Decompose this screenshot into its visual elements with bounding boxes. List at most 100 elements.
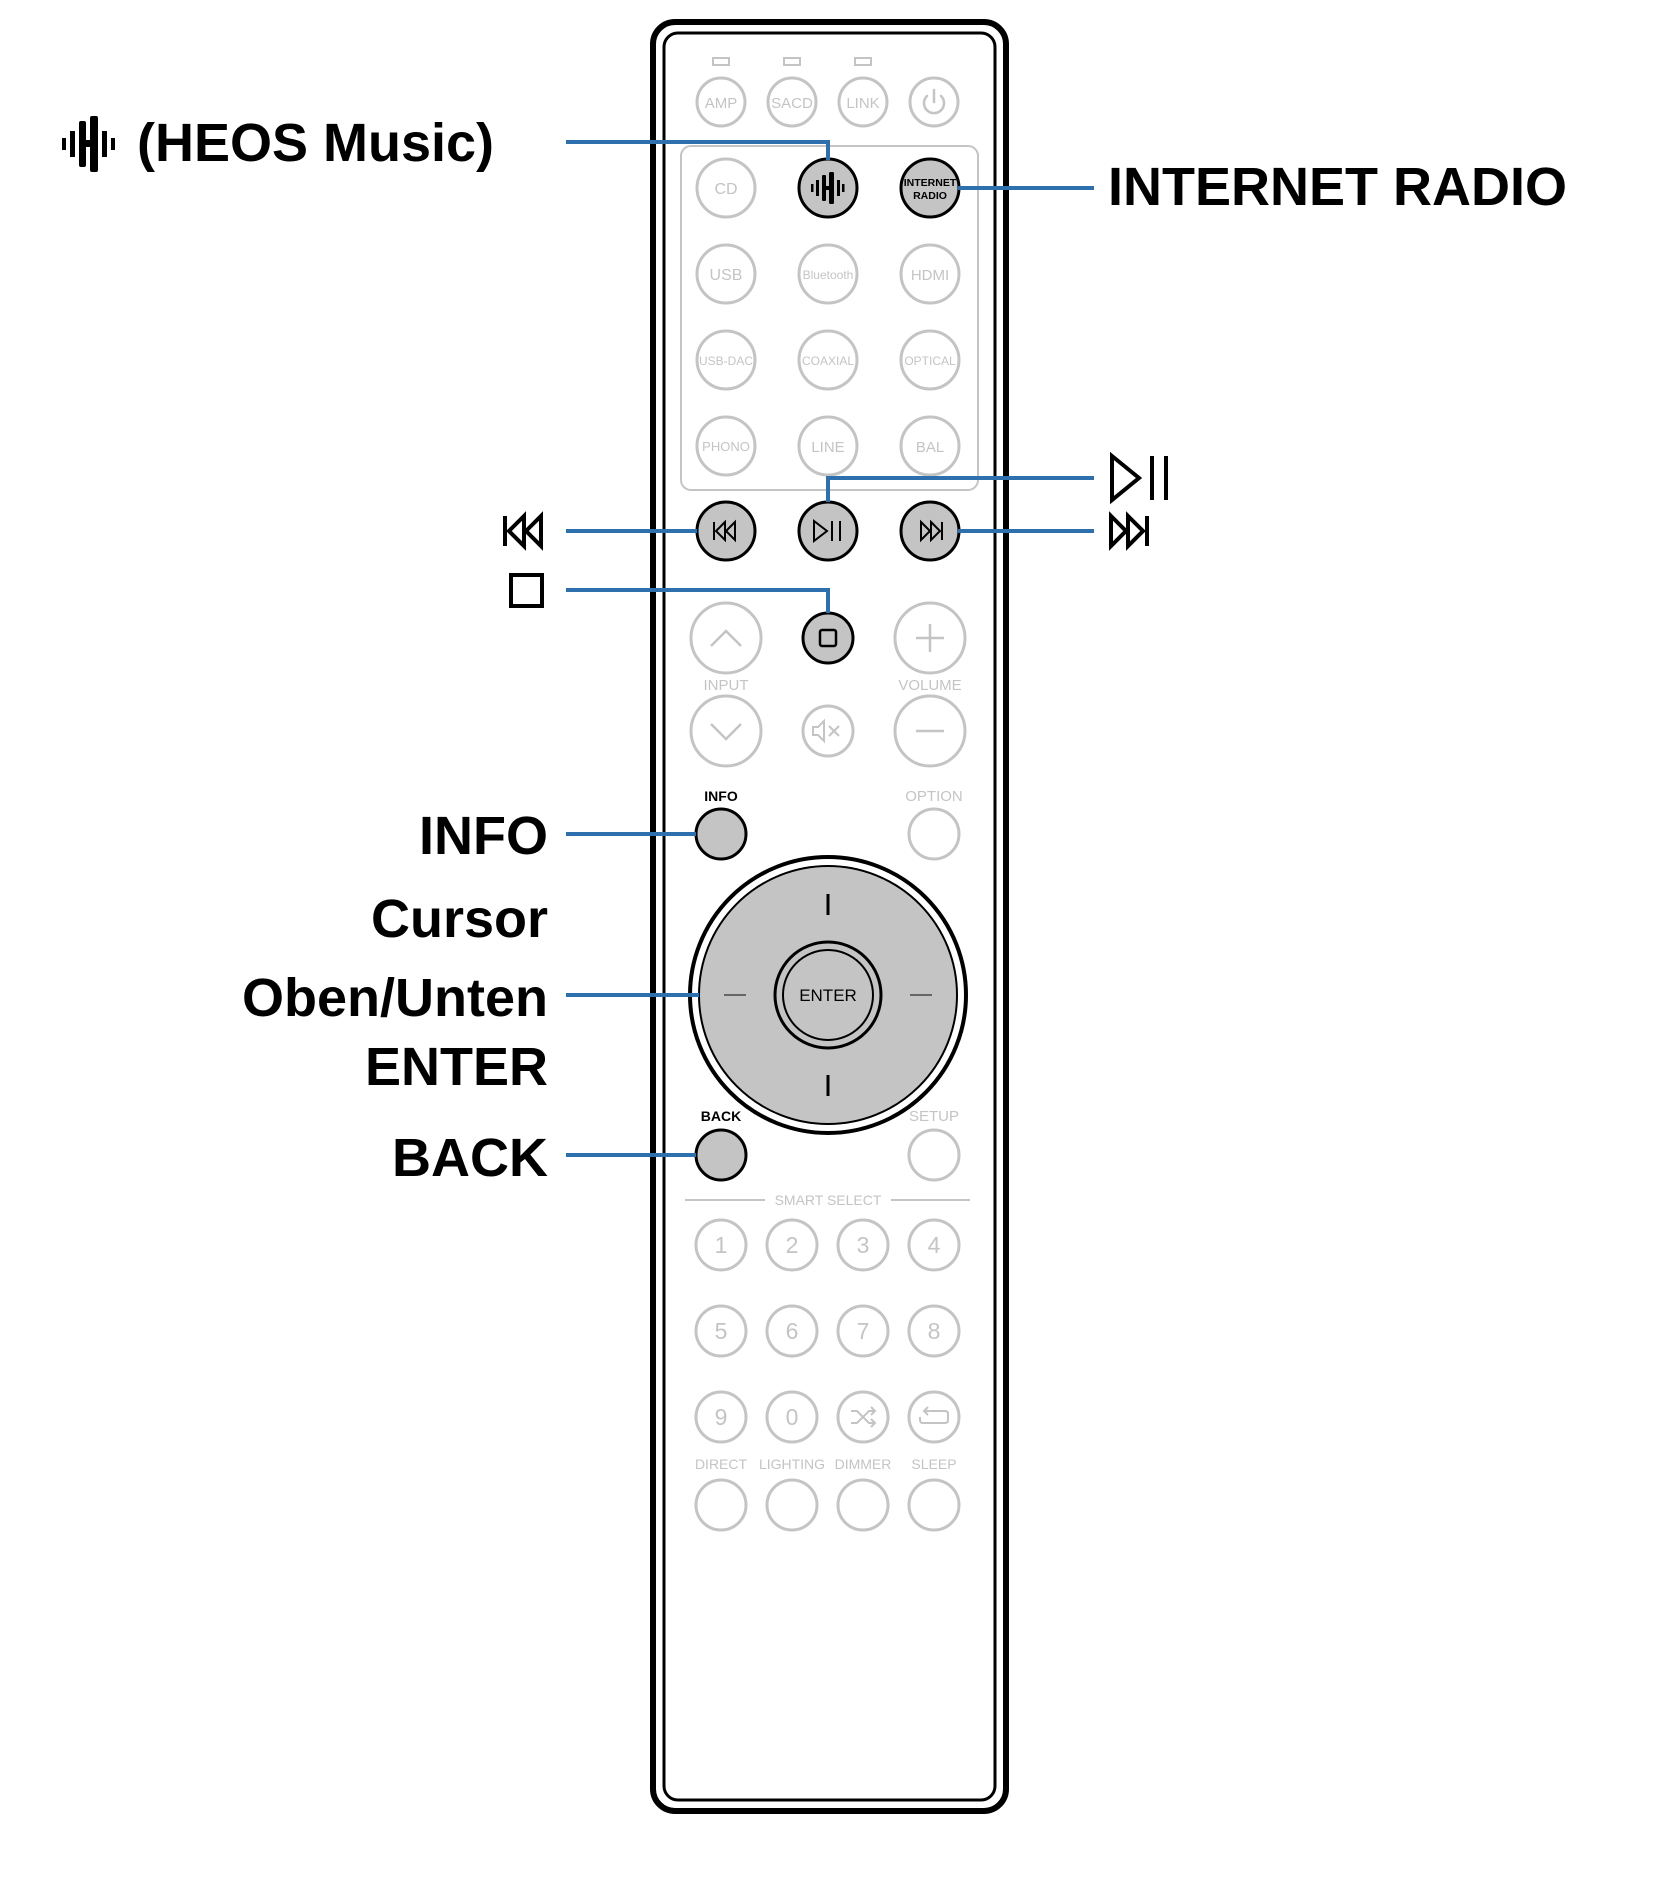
indicator-lights — [712, 57, 872, 66]
svg-text:SMART SELECT: SMART SELECT — [775, 1192, 882, 1208]
previous-callout-icon — [503, 511, 543, 551]
back-callout: BACK — [392, 1128, 548, 1188]
chevron-down-icon — [710, 723, 742, 741]
sleep-label: SLEEP — [911, 1456, 956, 1472]
repeat-button[interactable] — [907, 1390, 961, 1444]
info-label: INFO — [704, 788, 738, 804]
svg-text:BAL: BAL — [916, 439, 944, 456]
power-button[interactable] — [908, 76, 960, 128]
number-button-2[interactable]: 2 — [765, 1218, 819, 1272]
svg-text:8: 8 — [928, 1318, 941, 1344]
chevron-up-icon — [710, 629, 742, 647]
number-button-7[interactable]: 7 — [836, 1304, 890, 1358]
volume-label: VOLUME — [898, 677, 961, 694]
cursor-callout-line2: Oben/Unten — [242, 968, 548, 1028]
skip-forward-icon — [920, 519, 943, 543]
internet-radio-button[interactable]: INTERNET RADIO — [899, 157, 961, 219]
cursor-callout-line1: Cursor — [371, 889, 548, 949]
number-button-4[interactable]: 4 — [907, 1218, 961, 1272]
number-button-6[interactable]: 6 — [765, 1304, 819, 1358]
bal-button[interactable]: BAL — [899, 415, 961, 477]
optical-button[interactable]: OPTICAL — [899, 329, 961, 391]
number-button-1[interactable]: 1 — [694, 1218, 748, 1272]
svg-text:LINK: LINK — [846, 95, 879, 112]
shuffle-button[interactable] — [836, 1390, 890, 1444]
setup-button[interactable] — [907, 1128, 961, 1182]
info-callout: INFO — [419, 806, 548, 866]
stop-callout-icon — [509, 573, 544, 608]
direct-button[interactable] — [694, 1478, 748, 1532]
svg-text:6: 6 — [786, 1318, 799, 1344]
line-button[interactable]: LINE — [797, 415, 859, 477]
heos-icon — [811, 172, 845, 204]
next-callout-icon — [1109, 511, 1149, 551]
number-button-9[interactable]: 9 — [694, 1390, 748, 1444]
lighting-button[interactable] — [765, 1478, 819, 1532]
svg-text:SACD: SACD — [771, 95, 813, 112]
sacd-button[interactable]: SACD — [766, 76, 818, 128]
option-button[interactable] — [907, 807, 961, 861]
svg-text:0: 0 — [786, 1404, 799, 1430]
usb-button[interactable]: USB — [695, 243, 757, 305]
usb-dac-button[interactable]: USB-DAC — [695, 329, 757, 391]
input-up-button[interactable] — [689, 601, 763, 675]
cd-button[interactable]: CD — [695, 157, 757, 219]
info-button[interactable] — [694, 807, 748, 861]
number-button-3[interactable]: 3 — [836, 1218, 890, 1272]
setup-label: SETUP — [909, 1108, 959, 1125]
mute-icon — [812, 718, 840, 744]
play-pause-callout-icon — [1110, 451, 1168, 505]
svg-text:INTERNET: INTERNET — [904, 177, 957, 189]
lighting-label: LIGHTING — [759, 1456, 825, 1472]
smart-select-divider: SMART SELECT — [685, 1192, 970, 1208]
number-button-0[interactable]: 0 — [765, 1390, 819, 1444]
input-down-button[interactable] — [689, 694, 763, 768]
input-label: INPUT — [704, 677, 749, 694]
hdmi-button[interactable]: HDMI — [899, 243, 961, 305]
volume-up-button[interactable] — [893, 601, 967, 675]
next-button[interactable] — [899, 500, 961, 562]
volume-down-button[interactable] — [893, 694, 967, 768]
previous-button[interactable] — [695, 500, 757, 562]
number-button-5[interactable]: 5 — [694, 1304, 748, 1358]
enter-button[interactable]: ENTER — [773, 940, 883, 1050]
play-pause-icon — [813, 518, 841, 544]
heos-callout: (HEOS Music) — [62, 113, 494, 173]
callout-lines — [566, 140, 1094, 1157]
svg-text:9: 9 — [715, 1404, 728, 1430]
shuffle-icon — [851, 1406, 877, 1428]
dimmer-button[interactable] — [836, 1478, 890, 1532]
number-button-8[interactable]: 8 — [907, 1304, 961, 1358]
coaxial-button[interactable]: COAXIAL — [797, 329, 859, 391]
heos-icon — [62, 116, 115, 172]
enter-callout: ENTER — [365, 1037, 548, 1097]
amp-button[interactable]: AMP — [695, 76, 747, 128]
svg-text:HDMI: HDMI — [911, 267, 949, 284]
power-icon — [922, 88, 946, 115]
stop-button[interactable] — [801, 611, 855, 665]
sleep-button[interactable] — [907, 1478, 961, 1532]
repeat-icon — [919, 1406, 949, 1424]
svg-text:5: 5 — [715, 1318, 728, 1344]
svg-text:COAXIAL: COAXIAL — [802, 354, 854, 368]
stop-callout-line — [566, 588, 830, 613]
play-pause-callout-line — [826, 476, 1094, 502]
svg-text:ENTER: ENTER — [799, 986, 857, 1005]
svg-text:CD: CD — [714, 181, 737, 198]
svg-text:USB: USB — [710, 267, 743, 284]
phono-button[interactable]: PHONO — [695, 415, 757, 477]
stop-icon — [818, 628, 838, 648]
back-button[interactable] — [694, 1128, 748, 1182]
svg-text:LINE: LINE — [811, 439, 844, 456]
svg-text:RADIO: RADIO — [913, 190, 947, 202]
heos-music-button[interactable] — [797, 157, 859, 219]
svg-text:USB-DAC: USB-DAC — [699, 354, 753, 368]
svg-text:3: 3 — [857, 1232, 870, 1258]
mute-button[interactable] — [801, 704, 855, 758]
bluetooth-button[interactable]: Bluetooth — [797, 243, 859, 305]
play-pause-button[interactable] — [797, 500, 859, 562]
svg-text:OPTICAL: OPTICAL — [904, 354, 956, 368]
svg-text:4: 4 — [928, 1232, 941, 1258]
link-button[interactable]: LINK — [837, 76, 889, 128]
